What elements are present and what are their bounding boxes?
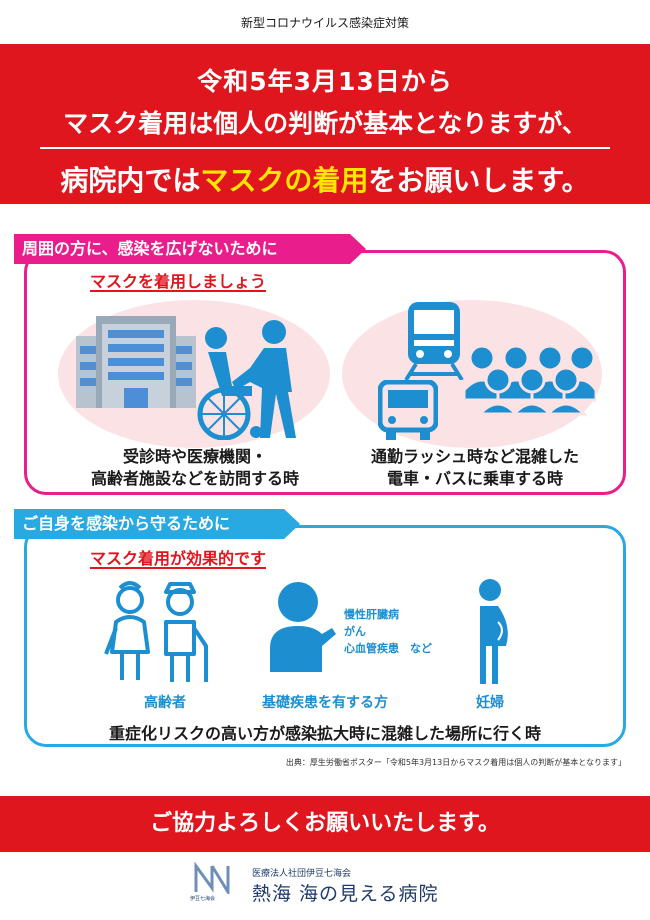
crowd-icon xyxy=(462,344,596,416)
hospital-logo-icon xyxy=(194,862,230,894)
hospital-building-icon xyxy=(76,316,196,408)
pregnant-label: 妊婦 xyxy=(476,695,504,711)
wheelchair-helper-icon xyxy=(197,320,296,440)
high-risk-statement: 重症化リスクの高い方が感染拡大時に混雑した場所に行く時 xyxy=(108,724,541,743)
bus-icon xyxy=(378,380,438,440)
crowded-transit-caption: 通勤ラッシュ時など混雑した 電車・バスに乗車する時 xyxy=(330,446,620,490)
elderly-couple-icon xyxy=(104,581,208,682)
source-citation: 出典：厚生労働省ポスター「令和5年3月13日からマスク着用は個人の判断が基本とな… xyxy=(285,758,626,767)
chronic-illness-person-icon xyxy=(270,582,336,672)
crowded-transit-caption-line1: 通勤ラッシュ時など混雑した xyxy=(370,447,579,466)
hospital-visit-caption: 受診時や医療機関・ 高齢者施設などを訪問する時 xyxy=(50,446,340,490)
poster-caption: 新型コロナウイルス感染症対策 xyxy=(240,16,409,30)
disease-cardio: 心血管疾患 など xyxy=(344,642,432,655)
chronic-illness-label: 基礎疾患を有する方 xyxy=(262,695,388,711)
headline-request-post: をお願いします。 xyxy=(368,164,590,197)
pregnant-woman-icon xyxy=(479,579,508,684)
headline-policy: マスク着用は個人の判断が基本となりますが、 xyxy=(63,109,587,138)
headline-date: 令和5年3月13日から xyxy=(197,67,453,96)
hospital-logo-text: 伊豆七海会 xyxy=(190,896,216,902)
self-subhead: マスク着用が効果的です xyxy=(90,549,267,568)
headline-request: 病院内ではマスクの着用をお願いします。 xyxy=(0,159,650,199)
closing-banner: ご協力よろしくお願いいたします。 xyxy=(0,796,650,852)
elderly-label: 高齢者 xyxy=(144,695,186,711)
train-icon xyxy=(404,302,464,380)
chronic-disease-list: 慢性肝臓病 がん 心血管疾患 など xyxy=(344,606,432,657)
crowded-transit-caption-line2: 電車・バスに乗車する時 xyxy=(386,469,563,488)
headline-divider xyxy=(40,147,610,149)
others-subhead: マスクを着用しましょう xyxy=(90,272,267,291)
disease-cancer: がん xyxy=(344,625,366,638)
hospital-org: 医療法人社団伊豆七海会 xyxy=(252,869,352,879)
headline-request-pre: 病院内では xyxy=(60,164,201,197)
hospital-visit-caption-line1: 受診時や医療機関・ xyxy=(122,447,267,466)
headline-banner: 令和5年3月13日から マスク着用は個人の判断が基本となりますが、 病院内ではマ… xyxy=(0,44,650,204)
hospital-name: 熱海 海の見える病院 xyxy=(252,883,439,905)
headline-request-highlight: マスクの着用 xyxy=(200,164,369,197)
hospital-visit-caption-line2: 高齢者施設などを訪問する時 xyxy=(90,469,299,488)
self-tag: ご自身を感染から守るために xyxy=(14,509,300,539)
others-tag: 周囲の方に、感染を広げないために xyxy=(14,234,366,264)
disease-liver: 慢性肝臓病 xyxy=(344,608,399,621)
